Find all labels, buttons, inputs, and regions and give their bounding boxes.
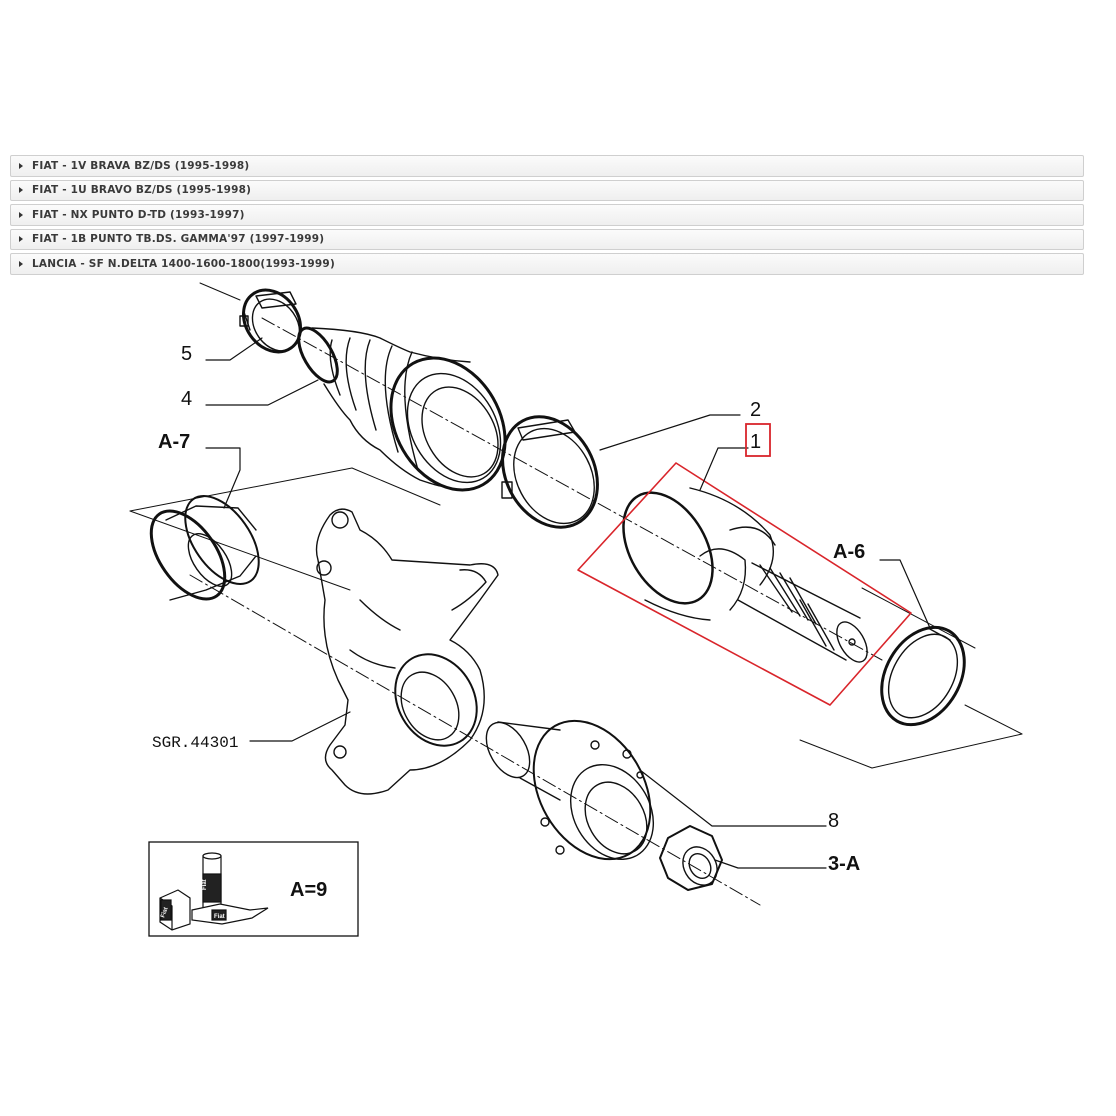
part-label-2: 2 [750, 399, 761, 421]
clamp-part-2[interactable] [484, 400, 616, 544]
expand-triangle-icon [19, 211, 23, 218]
application-label: FIAT - 1B PUNTO TB.DS. GAMMA'97 (1997-19… [32, 233, 325, 246]
lubricant-pack-icon [159, 852, 269, 931]
part-label-4: 4 [181, 388, 192, 410]
expand-triangle-icon [19, 236, 23, 243]
legend-text: A=9 [290, 879, 327, 901]
wheel-hub-part-8[interactable] [477, 700, 674, 880]
hub-nut-part-3a[interactable] [659, 825, 724, 891]
application-list: FIAT - 1V BRAVA BZ/DS (1995-1998) FIAT -… [10, 155, 1084, 278]
expand-triangle-icon [19, 187, 23, 194]
application-label: FIAT - NX PUNTO D-TD (1993-1997) [32, 208, 245, 221]
part-label-5: 5 [181, 343, 192, 365]
boot-part-4[interactable] [291, 322, 528, 511]
application-label: LANCIA - SF N.DELTA 1400-1600-1800(1993-… [32, 257, 335, 270]
bearing-part-a7[interactable] [136, 483, 273, 612]
application-label: FIAT - 1V BRAVA BZ/DS (1995-1998) [32, 159, 250, 172]
expand-triangle-icon [19, 260, 23, 267]
part-label-a7: A-7 [158, 431, 190, 453]
part-label-8: 8 [828, 810, 839, 832]
application-row-punto-td[interactable]: FIAT - NX PUNTO D-TD (1993-1997) [10, 204, 1084, 226]
part-label-3a: 3-A [828, 853, 860, 875]
center-axis [261, 317, 883, 661]
expand-triangle-icon [19, 162, 23, 169]
part-label-a6: A-6 [833, 541, 865, 563]
cv-joint-part-1[interactable] [605, 477, 873, 667]
circlip-part-a6[interactable] [865, 612, 981, 739]
pack-text-1: Fiat [202, 879, 208, 890]
leader-lines [205, 337, 931, 869]
pack-text-3: Fiat [214, 914, 225, 920]
part-label-1[interactable]: 1 [750, 431, 761, 453]
application-row-punto-tbds[interactable]: FIAT - 1B PUNTO TB.DS. GAMMA'97 (1997-19… [10, 228, 1084, 250]
application-row-bravo[interactable]: FIAT - 1U BRAVO BZ/DS (1995-1998) [10, 179, 1084, 201]
steering-knuckle[interactable] [315, 508, 499, 795]
center-axis-lower [189, 574, 761, 906]
legend-box: Fiat Fiat Fiat A=9 [148, 841, 359, 937]
application-row-brava[interactable]: FIAT - 1V BRAVA BZ/DS (1995-1998) [10, 155, 1084, 177]
pack-text-2: Fiat [160, 907, 169, 919]
part-1-highlight-box [577, 462, 912, 706]
application-row-delta[interactable]: LANCIA - SF N.DELTA 1400-1600-1800(1993-… [10, 253, 1084, 275]
part-label-sgr: SGR.44301 [152, 734, 238, 752]
reference-plane [129, 282, 1023, 769]
application-label: FIAT - 1U BRAVO BZ/DS (1995-1998) [32, 184, 252, 197]
part-1-label-box [745, 423, 771, 457]
clamp-part-5[interactable] [232, 279, 312, 363]
